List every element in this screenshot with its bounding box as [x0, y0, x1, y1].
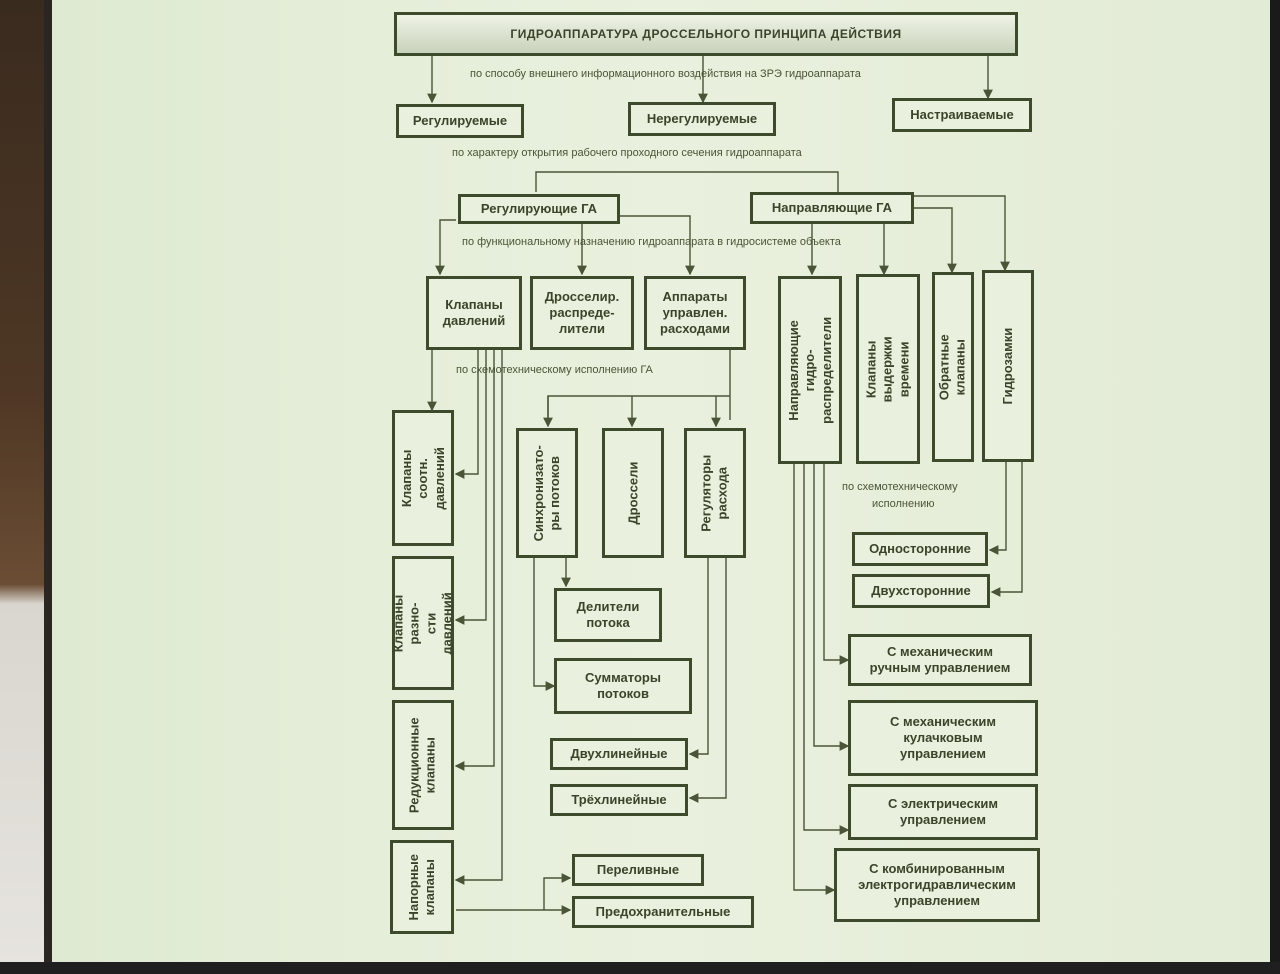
node-flow-apparatus: Аппараты управлен. расходами	[644, 276, 746, 350]
node-two-line: Двухлинейные	[550, 738, 688, 770]
node-overflow: Переливные	[572, 854, 704, 886]
node-throttles: Дроссели	[602, 428, 664, 558]
wall-left	[0, 0, 44, 974]
node-safety: Предохранительные	[572, 896, 754, 928]
node-two-sided: Двухсторонние	[852, 574, 990, 608]
caption-function: по функциональному назначению гидроаппар…	[462, 236, 841, 248]
caption-info-impact: по способу внешнего информационного возд…	[470, 68, 861, 80]
node-hydrolocks: Гидрозамки	[982, 270, 1034, 462]
node-difference-valves: Клапаны разно- сти давлений	[391, 556, 454, 690]
node-directing-ga: Направляющие ГА	[750, 192, 914, 224]
node-pressure-valves: Клапаны давлений	[426, 276, 522, 350]
node-unregulated: Нерегулируемые	[628, 102, 776, 136]
node-three-line: Трёхлинейные	[550, 784, 688, 816]
node-one-sided: Односторонние	[852, 532, 988, 566]
node-throttle-distributors: Дросселир. распреде- лители	[530, 276, 634, 350]
node-mech-manual: С механическим ручным управлением	[848, 634, 1032, 686]
node-adjustable: Настраиваемые	[892, 98, 1032, 132]
caption-schematic-right-2: исполнению	[872, 498, 935, 510]
caption-opening: по характеру открытия рабочего проходног…	[452, 147, 802, 159]
node-flow-dividers: Делители потока	[554, 588, 662, 642]
node-delay-valves: Клапаны выдержки времени	[856, 274, 920, 464]
caption-schematic-right-1: по схемотехническому	[842, 481, 958, 493]
node-mech-cam: С механическим кулачковым управлением	[848, 700, 1038, 776]
node-check-valves: Обратные клапаны	[932, 272, 974, 462]
node-combined: С комбинированным электрогидравлическим …	[834, 848, 1040, 922]
node-regulating-ga: Регулирующие ГА	[458, 194, 620, 224]
node-regulated: Регулируемые	[396, 104, 524, 138]
node-flow-regulators: Регуляторы расхода	[684, 428, 746, 558]
node-electric: С электрическим управлением	[848, 784, 1038, 840]
node-reducing-valves: Редукционные клапаны	[392, 700, 454, 830]
diagram-title: ГИДРОАППАРАТУРА ДРОССЕЛЬНОГО ПРИНЦИПА ДЕ…	[394, 12, 1018, 56]
node-ratio-valves: Клапаны соотн. давлений	[392, 410, 454, 546]
node-pressure-valves-main: Напорные клапаны	[390, 840, 454, 934]
node-directing-distributors: Направляющие гидро- распределители	[778, 276, 842, 464]
caption-schematic: по схемотехническому исполнению ГА	[456, 364, 653, 376]
node-synchronizers: Синхронизато- ры потоков	[516, 428, 578, 558]
screen-bezel	[0, 962, 1280, 974]
node-flow-summators: Сумматоры потоков	[554, 658, 692, 714]
